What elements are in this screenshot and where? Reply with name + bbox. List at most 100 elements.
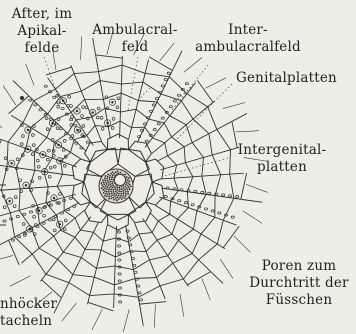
label-stachelhoecker: nhöcker tacheln	[0, 296, 57, 330]
granule	[19, 179, 22, 182]
granule	[22, 135, 25, 138]
plate-suture-transverse	[192, 143, 203, 158]
plate-suture-transverse	[114, 279, 135, 285]
plate-suture-transverse	[149, 119, 164, 123]
granule	[16, 158, 19, 161]
label-poren-line3: Füsschen	[240, 292, 356, 309]
granule	[112, 118, 115, 121]
periproct-stipple	[104, 187, 106, 189]
granule	[71, 135, 74, 138]
periproct-stipple	[109, 193, 111, 195]
pore	[152, 104, 155, 106]
granule	[31, 153, 34, 156]
pore	[166, 187, 169, 189]
plate-suture-transverse	[39, 224, 53, 236]
plate-suture-transverse	[115, 251, 130, 257]
periproct-stipple	[123, 187, 125, 189]
plate-suture-transverse	[145, 73, 169, 77]
plate-suture-transverse	[187, 192, 188, 208]
periproct-stipple	[106, 195, 108, 197]
periproct-stipple	[117, 170, 119, 172]
outer-fringe-line	[26, 64, 34, 86]
pore	[3, 220, 6, 222]
tubercle-center	[62, 100, 64, 102]
granule	[23, 234, 26, 237]
pore	[18, 236, 21, 238]
leader-after	[44, 57, 60, 102]
plate-suture-transverse	[169, 77, 187, 94]
periproct-stipple	[121, 198, 123, 200]
plate-suture-transverse	[74, 72, 98, 74]
plate-suture-transverse	[138, 100, 157, 102]
plate-suture-transverse	[87, 125, 95, 135]
periproct-stipple	[107, 173, 109, 175]
plate-suture-transverse	[69, 283, 90, 296]
periproct-stipple	[128, 186, 130, 188]
plate-suture-transverse	[80, 230, 93, 232]
granule	[36, 159, 39, 162]
periproct-stipple	[104, 179, 106, 181]
plate-suture-transverse	[201, 217, 215, 234]
outer-fringe-line	[243, 211, 262, 224]
pore	[229, 195, 232, 197]
pore	[118, 245, 121, 247]
label-ambulacralfeld: Ambulacral- feld	[84, 22, 186, 56]
label-poren-line1: Poren zum	[240, 258, 356, 275]
granule	[32, 134, 35, 137]
pore	[34, 104, 37, 106]
pore	[48, 219, 51, 221]
plate-suture-transverse	[186, 125, 192, 143]
tubercle-center	[76, 110, 78, 112]
periproct-stipple	[120, 191, 122, 193]
plate-suture-transverse	[29, 188, 37, 205]
plate-suture-transverse	[0, 140, 1, 164]
periproct-stipple	[122, 196, 124, 198]
tubercle-center	[53, 197, 55, 199]
label-intergenital-line1: Intergenital-	[230, 142, 334, 159]
periproct-stipple	[100, 182, 102, 184]
plate-suture-transverse	[34, 137, 46, 151]
plate-suture-transverse	[187, 272, 210, 285]
periproct-stipple	[103, 192, 105, 194]
plate-suture-transverse	[199, 244, 218, 260]
label-hoecker-line1: nhöcker	[0, 296, 57, 313]
periproct-stipple	[106, 178, 108, 180]
pore	[39, 109, 42, 111]
periproct-stipple	[114, 196, 116, 198]
label-inter-line1: Inter-	[184, 22, 312, 39]
granule	[63, 228, 66, 231]
granule	[67, 104, 70, 107]
periproct-stipple	[105, 193, 107, 195]
tubercle-center	[52, 122, 54, 124]
plate-suture-transverse	[197, 80, 213, 102]
periproct-stipple	[112, 174, 114, 176]
periproct-stipple	[105, 181, 107, 183]
plate-suture-transverse	[15, 237, 33, 254]
periproct-stipple	[124, 174, 126, 176]
plate-suture-transverse	[172, 219, 177, 234]
pore	[117, 231, 120, 233]
anus-opening	[115, 175, 126, 186]
periproct-stipple	[121, 188, 123, 190]
granule	[116, 106, 119, 109]
pore	[204, 208, 207, 210]
granule	[63, 164, 66, 167]
granule	[64, 219, 67, 222]
granule	[101, 128, 104, 131]
periproct-stipple	[121, 186, 123, 188]
periproct-stipple	[127, 179, 129, 181]
periproct-stipple	[120, 193, 122, 195]
pore	[167, 72, 170, 74]
periproct-stipple	[115, 198, 117, 200]
pore	[69, 119, 72, 121]
periproct-stipple	[116, 185, 118, 187]
periproct-stipple	[110, 197, 112, 199]
plate-suture-transverse	[23, 101, 34, 123]
outer-fringe-line	[10, 276, 31, 287]
plate-suture-transverse	[192, 234, 201, 254]
plate-suture-transverse	[58, 259, 73, 274]
periproct-stipple	[116, 189, 118, 191]
label-intergenitalplatten: Intergenital- platten	[230, 142, 334, 176]
granule	[70, 105, 73, 108]
pore	[169, 106, 172, 108]
